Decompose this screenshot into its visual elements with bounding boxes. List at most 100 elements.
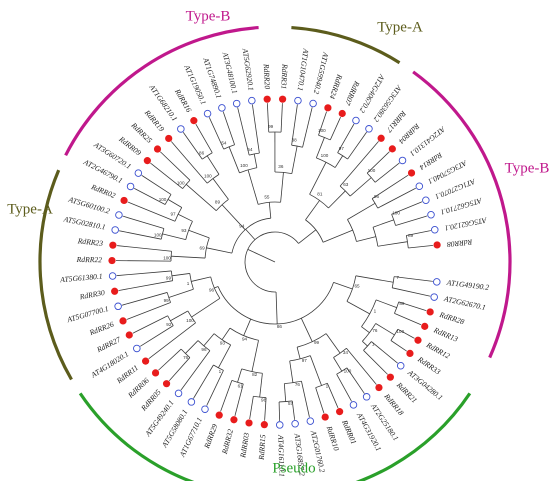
tree-branch-arc	[217, 282, 334, 325]
arabidopsis-marker-icon	[309, 99, 317, 108]
arabidopsis-marker-icon	[218, 104, 226, 112]
tree-branch	[117, 270, 172, 276]
tree-branches	[117, 104, 433, 420]
leaf-branch	[150, 162, 152, 165]
arabidopsis-marker-icon	[415, 182, 424, 191]
tree-branch	[391, 201, 422, 215]
tree-branch	[149, 322, 196, 359]
rdrr-marker-icon	[162, 380, 171, 388]
tree-branch	[406, 230, 430, 236]
leaf-label: RdRR08	[446, 237, 473, 249]
group-arc-pseudo	[78, 392, 472, 481]
leaf-label: RdRR27	[94, 334, 123, 354]
tree-branch	[171, 255, 206, 259]
tree-branch	[322, 229, 353, 243]
bootstrap-value: 86	[199, 151, 205, 156]
tree-branch	[408, 245, 433, 249]
leaf-label: RdRR24	[328, 72, 345, 100]
leaf-label: RdRR23	[76, 236, 103, 248]
leaf-label: RdRR22	[76, 255, 103, 264]
bootstrap-value: 76	[183, 355, 189, 360]
leaf-label: RdRR26	[87, 320, 115, 338]
leaf-label: RdRR29	[202, 423, 220, 451]
tree-branch	[253, 153, 258, 168]
leaf-label: RdRR01	[340, 418, 359, 446]
tree-branch	[221, 327, 231, 340]
bootstrap-value: 1	[326, 384, 329, 389]
tree-branch-arc	[316, 157, 336, 168]
tree-branch	[191, 276, 211, 282]
leaf-branch	[386, 373, 388, 375]
tree-branch	[349, 177, 372, 197]
bootstrap-value: 100	[240, 163, 248, 168]
bootstrap-value: 57	[288, 401, 294, 406]
tree-branch-arc	[339, 185, 351, 197]
leaf-label: RdRR09	[117, 134, 143, 158]
bootstrap-value: 98	[261, 398, 267, 403]
rdrr-marker-icon	[109, 241, 117, 249]
bootstrap-value: 1	[187, 281, 190, 286]
tree-branch	[133, 315, 168, 334]
arabidopsis-marker-icon	[232, 99, 241, 108]
tree-branch	[252, 105, 260, 154]
tree-branch	[315, 387, 325, 413]
rdrr-marker-icon	[142, 357, 150, 365]
rdrr-marker-icon	[111, 287, 119, 295]
tree-branch-arc	[189, 273, 194, 290]
arabidopsis-marker-icon	[306, 417, 315, 425]
tree-branch-arc	[213, 364, 224, 371]
group-arcs	[38, 25, 512, 481]
bootstrap-value: 1	[219, 369, 222, 374]
bootstrap-value: 97	[170, 212, 176, 217]
tree-branch	[228, 146, 240, 173]
leaf-label: AT5G61380.1	[59, 272, 103, 285]
tree-branch	[397, 328, 414, 339]
leaf-label: AT5G62920.1	[241, 47, 256, 91]
leaf-branch	[148, 357, 150, 360]
rdrr-marker-icon	[433, 241, 441, 249]
tree-branch	[193, 364, 214, 398]
arabidopsis-marker-icon	[422, 196, 430, 204]
tree-branch	[280, 172, 284, 203]
tree-branch-arc	[291, 144, 303, 148]
tree-branch-arc	[206, 174, 220, 184]
arabidopsis-marker-icon	[248, 96, 256, 105]
tree-branch	[220, 380, 233, 411]
rdrr-marker-icon	[406, 349, 414, 358]
tree-branch	[209, 117, 225, 150]
tree-branch	[234, 383, 244, 416]
bootstrap-value: 93	[220, 341, 226, 346]
tree-branch	[318, 112, 327, 136]
bootstrap-value: 100	[396, 329, 404, 334]
tree-branch	[128, 201, 176, 222]
rdrr-marker-icon	[336, 408, 344, 416]
rdrr-marker-icon	[120, 196, 128, 205]
bootstrap-value: 86	[277, 324, 283, 329]
bootstrap-value: 63	[343, 182, 349, 187]
tree-branch	[119, 280, 173, 291]
rdrr-marker-icon	[165, 134, 173, 143]
arabidopsis-marker-icon	[430, 293, 438, 301]
tree-branch	[134, 188, 166, 205]
tree-branch	[171, 141, 208, 184]
tree-branch-arc	[164, 194, 172, 205]
tree-branch	[181, 350, 211, 390]
bootstrap-value: 7	[397, 275, 400, 280]
tree-branch-arc	[215, 199, 229, 211]
rdrr-marker-icon	[421, 322, 429, 330]
leaf-label: RdRR14	[418, 150, 445, 172]
tree-branch	[301, 381, 310, 417]
tree-branch	[264, 397, 267, 420]
bootstrap-value: 99	[314, 340, 320, 345]
group-label-type_a_left: Type-A	[7, 201, 53, 217]
leaf-label: AT3G48100.1	[220, 50, 239, 94]
tree-branch	[177, 213, 193, 222]
tree-branch	[251, 340, 259, 372]
tree-branch	[296, 347, 301, 359]
tree-branch	[355, 275, 394, 283]
tree-branch-arc	[231, 380, 244, 385]
tree-branch	[346, 301, 370, 315]
rdrr-marker-icon	[260, 421, 268, 429]
rdrr-marker-icon	[263, 95, 271, 103]
